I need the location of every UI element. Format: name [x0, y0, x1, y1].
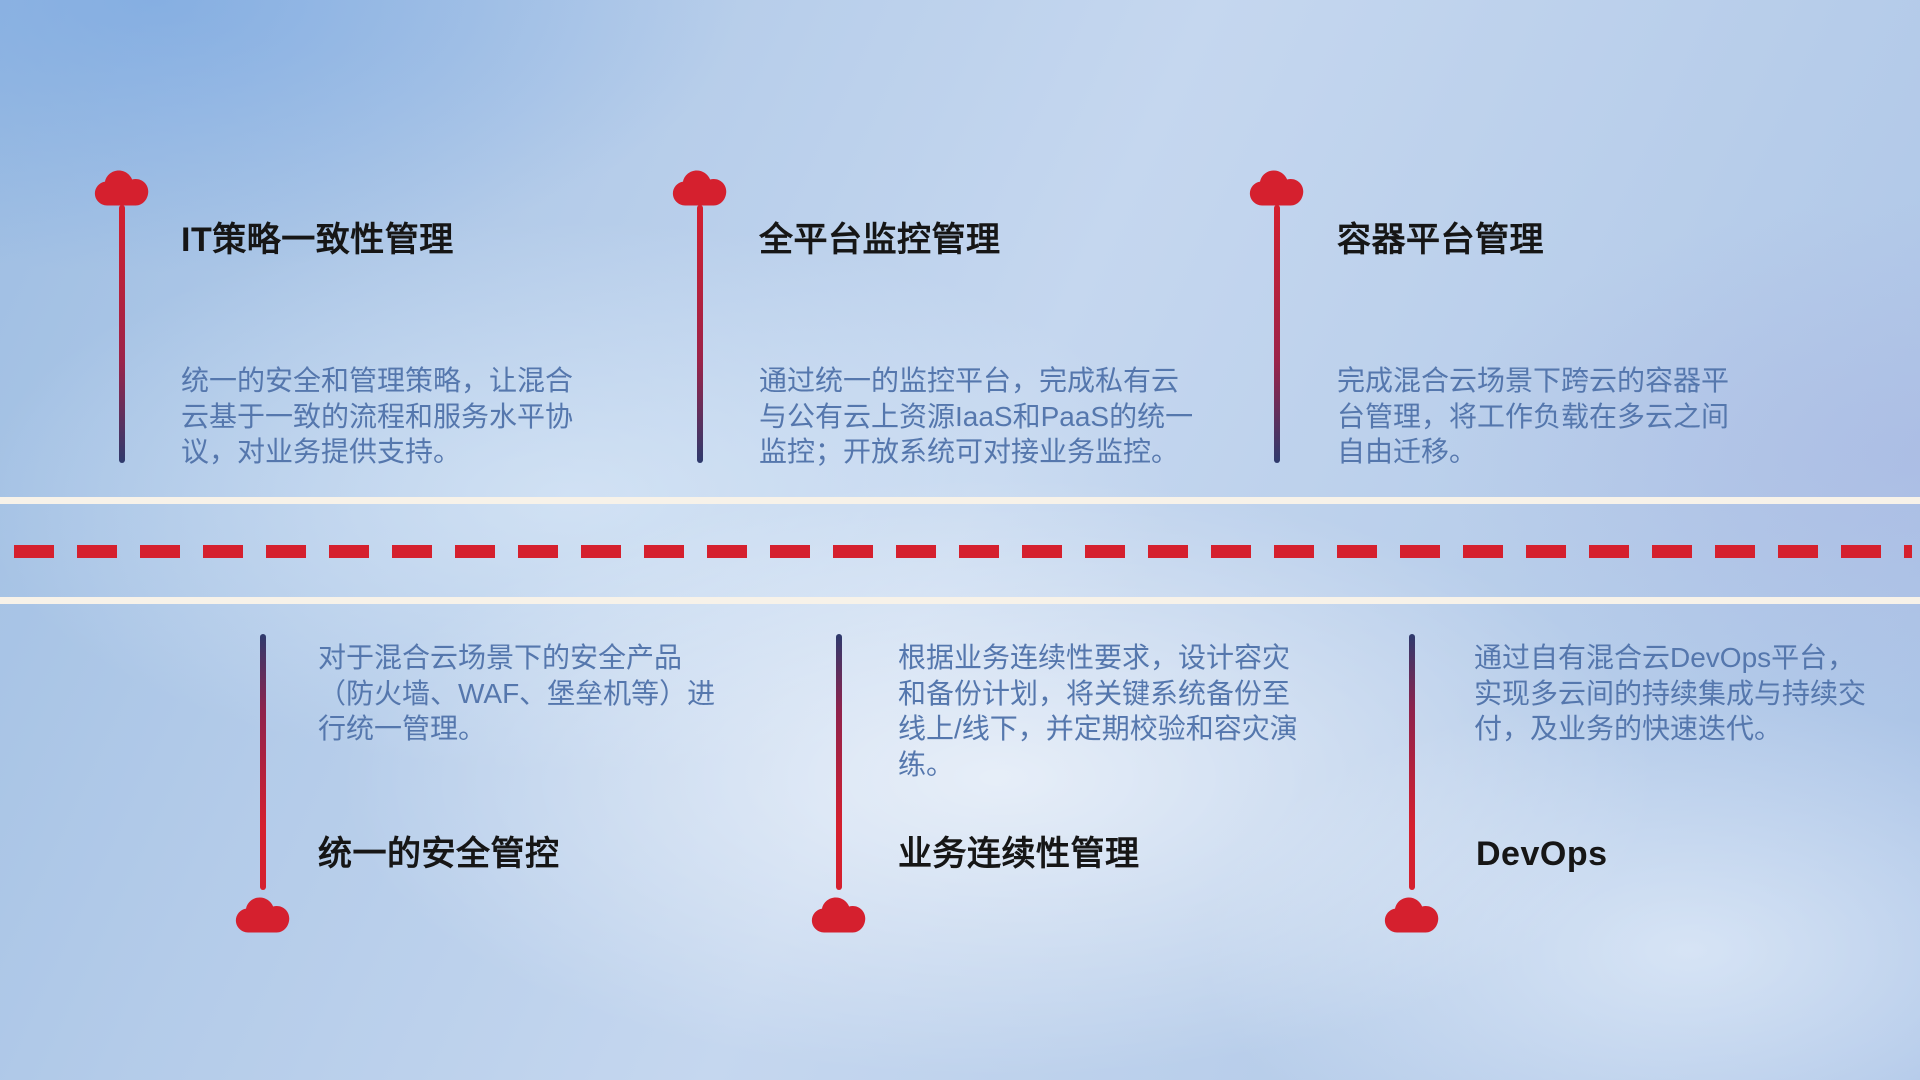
connector-line [119, 205, 125, 463]
connector-line [697, 205, 703, 463]
capability-description: 根据业务连续性要求，设计容灾和备份计划，将关键系统备份至线上/线下，并定期校验和… [898, 642, 1298, 780]
cloud-icon [1384, 897, 1439, 933]
capability-description: 对于混合云场景下的安全产品（防火墙、WAF、堡垒机等）进行统一管理。 [318, 642, 716, 745]
capability-description: 统一的安全和管理策略，让混合云基于一致的流程和服务水平协议，对业务提供支持。 [181, 365, 574, 468]
cloud-icon [235, 897, 290, 933]
capability-description: 通过统一的监控平台，完成私有云与公有云上资源IaaS和PaaS的统一监控；开放系… [759, 365, 1194, 468]
cloud-icon [1249, 170, 1304, 206]
capability-title: DevOps [1476, 835, 1608, 873]
connector-line [260, 634, 266, 890]
capability-title: 业务连续性管理 [898, 835, 1140, 873]
capability-title: IT策略一致性管理 [181, 221, 454, 259]
capability-title: 统一的安全管控 [318, 835, 560, 873]
cloud-icon [672, 170, 727, 206]
capability-title: 容器平台管理 [1337, 221, 1544, 259]
capability-description: 通过自有混合云DevOps平台，实现多云间的持续集成与持续交付，及业务的快速迭代… [1474, 642, 1867, 745]
road-line-top [0, 497, 1920, 504]
road-line-bottom [0, 597, 1920, 604]
connector-line [836, 634, 842, 890]
capability-title: 全平台监控管理 [759, 221, 1001, 259]
connector-line [1274, 205, 1280, 463]
cloud-icon [811, 897, 866, 933]
cloud-icon [94, 170, 149, 206]
connector-line [1409, 634, 1415, 890]
capability-description: 完成混合云场景下跨云的容器平台管理，将工作负载在多云之间自由迁移。 [1337, 365, 1730, 468]
road-dashed-centerline [14, 545, 1912, 558]
